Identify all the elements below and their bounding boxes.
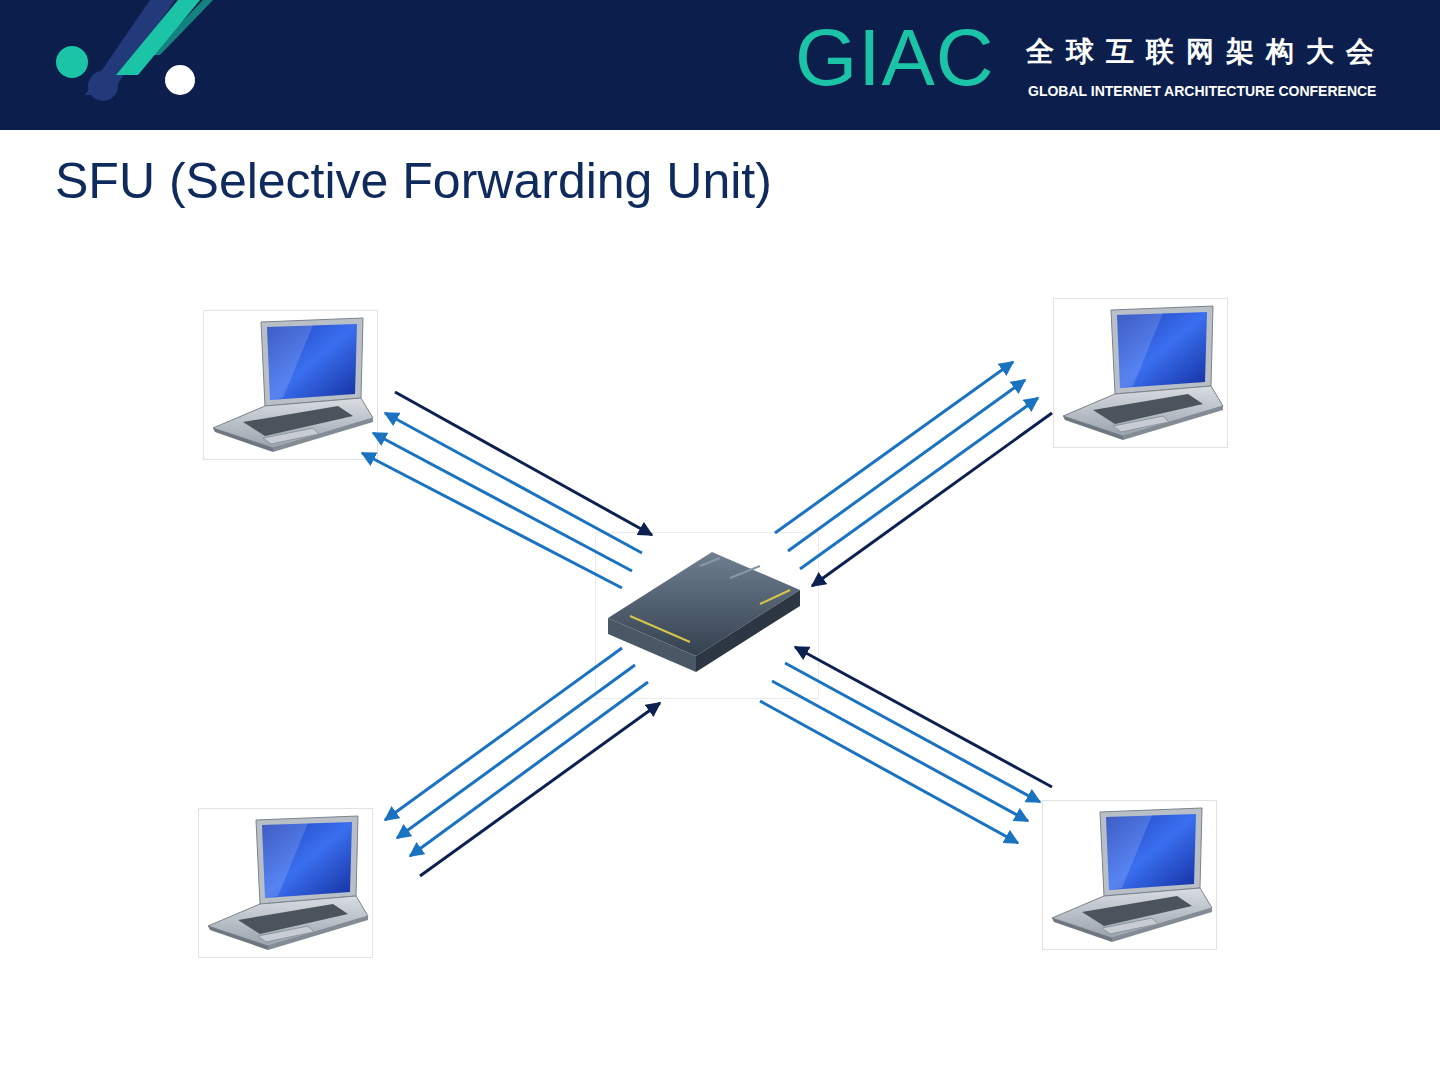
brand-logo-text: GIAC (795, 18, 995, 98)
slide-title: SFU (Selective Forwarding Unit) (55, 154, 772, 209)
conference-name-en: GLOBAL INTERNET ARCHITECTURE CONFERENCE (1028, 84, 1376, 98)
conference-name-cn: 全球互联网架构大会 (1026, 38, 1386, 66)
